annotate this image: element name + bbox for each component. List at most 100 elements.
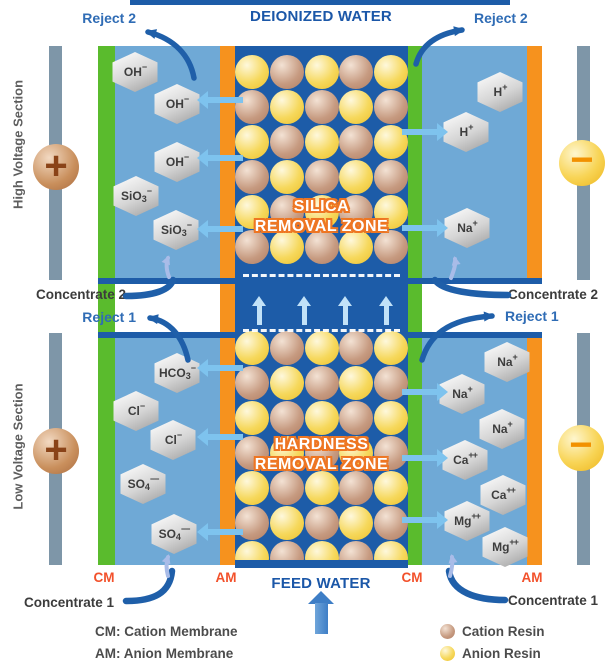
legend-am: AM: Anion Membrane (95, 646, 234, 661)
low-voltage-section-label: Low Voltage Section (10, 383, 26, 510)
anion-resin-bead (373, 401, 408, 435)
anion-resin-bead (235, 195, 270, 229)
anion-membrane-tag-right: AM (521, 570, 543, 585)
ion-transfer-arrow-left (197, 359, 243, 377)
anion-resin-bead (373, 195, 408, 229)
plus-icon: + (44, 143, 68, 188)
anion-membrane-tag-left: AM (215, 570, 237, 585)
cation-resin-bead (304, 160, 339, 194)
silica-zone-label-line1: SILICA (293, 198, 350, 215)
ion-transfer-arrow-left (197, 523, 243, 541)
concentrate1-left-label: Concentrate 1 (23, 595, 114, 610)
anion-membrane-left (220, 46, 235, 565)
plus-icon: + (44, 427, 68, 472)
legend-anion-resin: Anion Resin (462, 646, 541, 661)
ion-transfer-arrow-left (197, 220, 243, 238)
cation-resin-bead (304, 436, 339, 470)
feed-water-label: FEED WATER (271, 575, 371, 592)
cation-resin-bead (235, 230, 270, 264)
ion-transfer-arrow-right (402, 123, 448, 141)
anion-resin-bead (235, 125, 270, 159)
anion-resin-bead (235, 55, 270, 89)
anion-resin-bead (304, 195, 339, 229)
cation-resin-icon (440, 624, 455, 639)
anion-resin-bead (269, 230, 304, 264)
cation-resin-bead (269, 55, 304, 89)
cation-membrane-tag-right: CM (401, 570, 423, 585)
cation-resin-bead (269, 331, 304, 365)
ion-transfer-arrow-right (402, 383, 448, 401)
ion-transfer-arrow-right (402, 449, 448, 467)
cation-resin-bead (373, 230, 408, 264)
ion-transfer-arrow-left (197, 428, 243, 446)
anion-resin-bead (269, 506, 304, 540)
channel-divider (408, 332, 542, 338)
cation-membrane-left (98, 46, 115, 565)
resin-bed (235, 46, 408, 568)
anion-resin-bead (304, 471, 339, 505)
channel-divider (98, 332, 235, 338)
cation-resin-bead (235, 90, 270, 124)
cation-resin-bead (269, 401, 304, 435)
anion-membrane-right-low (527, 332, 542, 565)
silica-zone-label-line2: REMOVAL ZONE (254, 218, 389, 235)
cation-resin-bead (304, 506, 339, 540)
anion-resin-bead (235, 471, 270, 505)
cation-resin-bead (269, 195, 304, 229)
legend-cation-resin: Cation Resin (462, 624, 545, 639)
cation-resin-bead (339, 125, 374, 159)
anion-resin-bead (304, 125, 339, 159)
anion-resin-icon (440, 646, 455, 661)
concentrate2-left-label: Concentrate 2 (35, 287, 126, 302)
concentrate2-right-label: Concentrate 2 (508, 287, 599, 302)
anion-resin-bead (235, 401, 270, 435)
feed-inlet-bar (235, 560, 408, 568)
feed-water-arrow (315, 603, 328, 634)
anion-resin-bead (304, 401, 339, 435)
cation-resin-bead (304, 90, 339, 124)
cation-resin-bead (235, 366, 270, 400)
reject2-right-label: Reject 2 (474, 10, 528, 26)
anion-resin-bead (339, 506, 374, 540)
cation-resin-bead (235, 436, 270, 470)
upflow-arrow (379, 296, 393, 326)
positive-electrode-high: + (33, 144, 79, 190)
high-voltage-section-label: High Voltage Section (10, 79, 26, 210)
upflow-arrow (252, 296, 266, 326)
concentrate1-left-arrow (122, 567, 176, 605)
reject1-right-label: Reject 1 (505, 308, 559, 324)
anion-resin-bead (339, 230, 374, 264)
cation-resin-bead (339, 195, 374, 229)
cation-resin-bead (269, 471, 304, 505)
anion-resin-bead (373, 55, 408, 89)
cation-resin-bead (373, 436, 408, 470)
channel-divider (98, 278, 235, 284)
hardness-zone-label-line2: REMOVAL ZONE (254, 456, 389, 473)
deionized-water-label: DEIONIZED WATER (250, 8, 392, 25)
cation-resin-bead (373, 160, 408, 194)
anion-membrane-right-high (527, 46, 542, 281)
negative-electrode-high: − (559, 140, 605, 186)
channel-divider (408, 278, 542, 284)
ion-transfer-arrow-right (402, 511, 448, 529)
anion-resin-bead (339, 160, 374, 194)
ion-transfer-arrow-left (197, 91, 243, 109)
minus-icon: − (570, 138, 594, 182)
upflow-arrow (338, 296, 352, 326)
cation-resin-bead (373, 90, 408, 124)
anion-resin-bead (269, 90, 304, 124)
cation-resin-bead (339, 55, 374, 89)
anion-resin-bead (269, 366, 304, 400)
reject2-left-label: Reject 2 (82, 10, 136, 26)
resin-chamber: SILICA REMOVAL ZONE HARDNESS REMOVAL ZON… (235, 46, 408, 568)
ion-transfer-arrow-right (402, 219, 448, 237)
cation-resin-bead (339, 471, 374, 505)
reject1-left-label: Reject 1 (82, 309, 136, 325)
anion-resin-bead (373, 331, 408, 365)
cation-resin-bead (339, 331, 374, 365)
cation-resin-bead (269, 125, 304, 159)
product-water-bar (130, 0, 510, 5)
cation-resin-bead (373, 506, 408, 540)
concentrate1-right-arrow (445, 567, 509, 604)
